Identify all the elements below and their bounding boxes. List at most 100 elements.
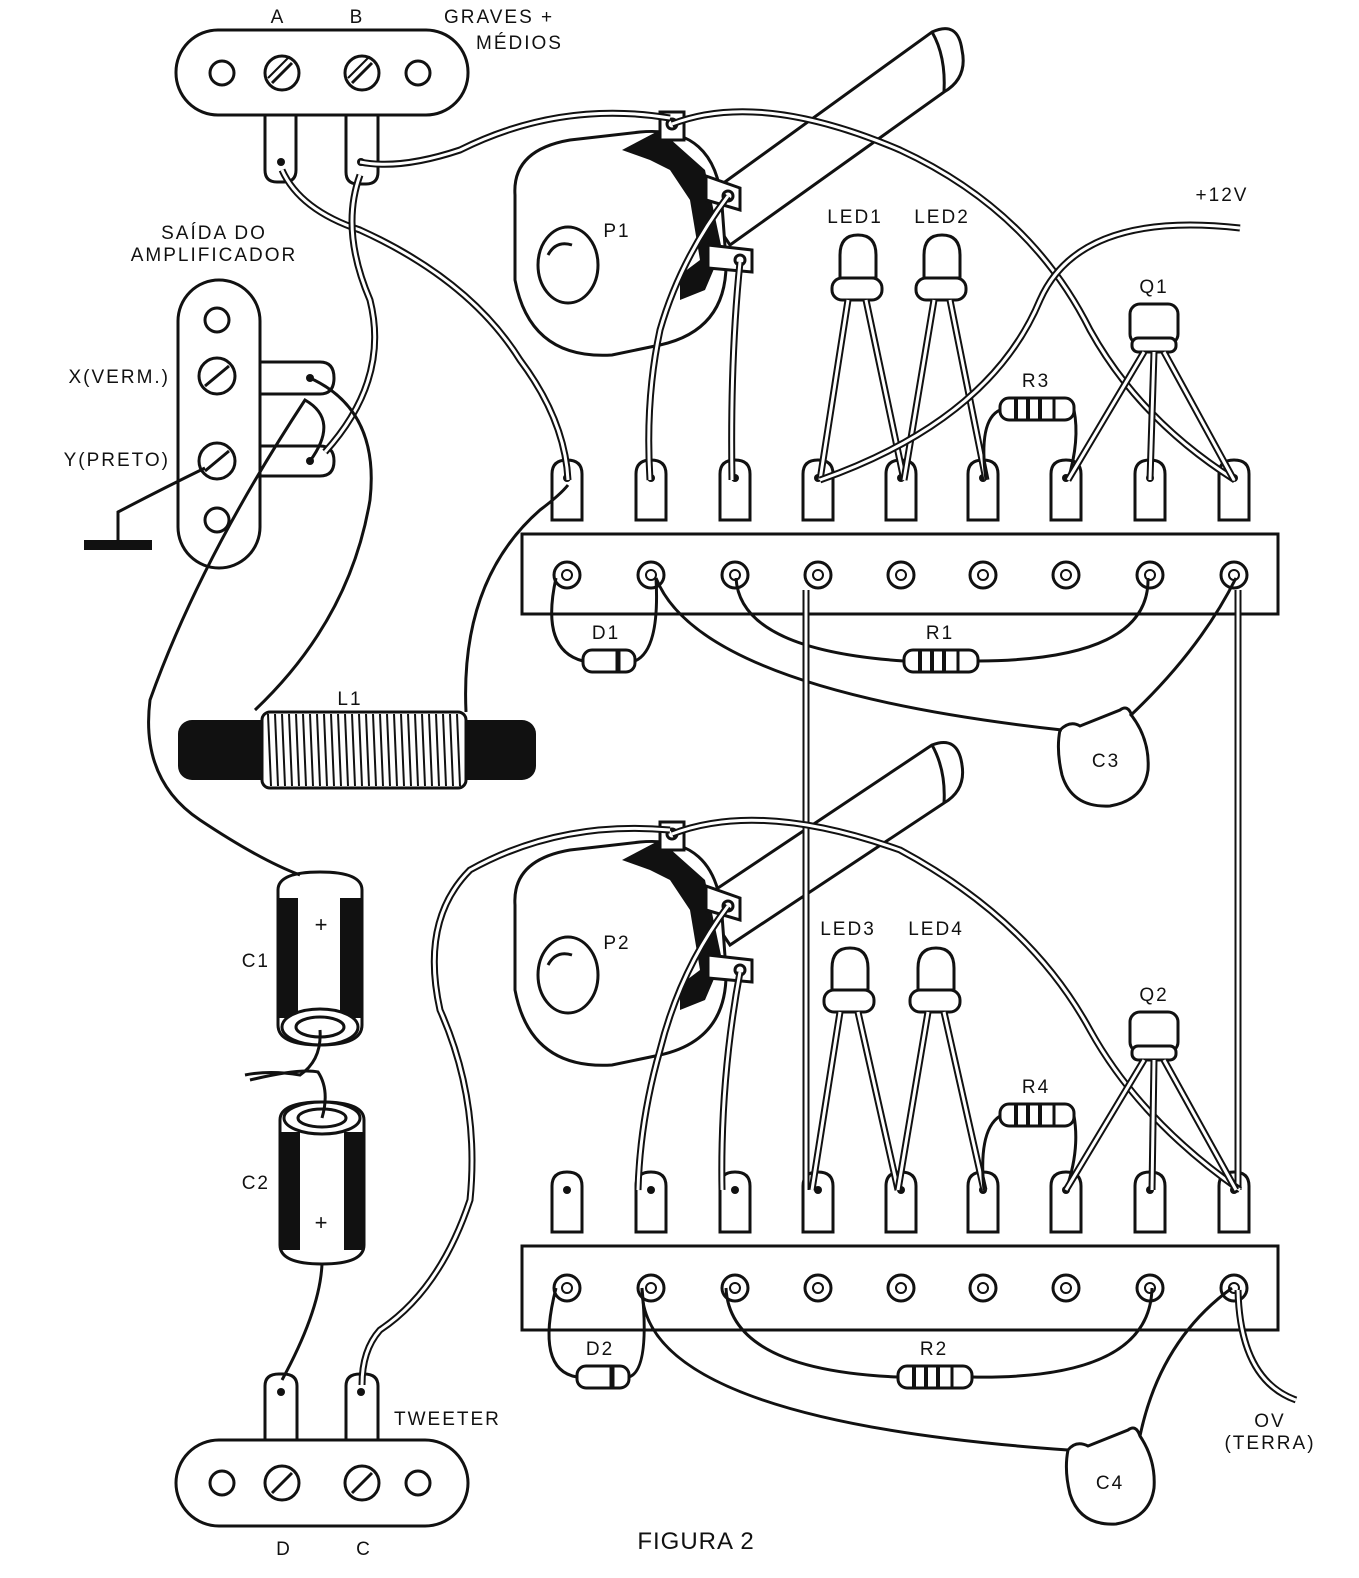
- amplifier-title-line1: SAÍDA DO: [161, 223, 267, 244]
- r1-label: R1: [925, 623, 955, 644]
- upper-strip-lug-4: [801, 458, 835, 522]
- amplifier-title-line2: AMPLIFICADOR: [130, 245, 298, 266]
- q2-label: Q2: [1139, 985, 1169, 1006]
- terminal-d-label: D: [276, 1539, 292, 1560]
- upper-strip-rivet-center-4: [812, 569, 824, 581]
- coil-winding: [323, 713, 328, 787]
- terminal-a-label: A: [270, 7, 286, 28]
- c1-label: C1: [241, 951, 270, 972]
- coil-winding: [309, 713, 314, 787]
- transistor-q1: [1128, 302, 1180, 354]
- r2-label: R2: [919, 1339, 949, 1360]
- tweeter-title: TWEETER: [394, 1409, 501, 1430]
- led4: [908, 946, 962, 1014]
- resistor-r4: [998, 1102, 1076, 1128]
- lower-strip-rivet-center-5: [895, 1282, 907, 1294]
- graves-medios-terminal-block: [174, 28, 470, 186]
- ground-label-line2: (TERRA): [1224, 1433, 1316, 1454]
- upper-strip-rivet-center-9: [1228, 569, 1240, 581]
- coil-winding: [295, 713, 300, 787]
- capacitor-c1: [276, 870, 364, 1047]
- p1-shaft: [697, 27, 965, 248]
- coil-winding: [274, 713, 279, 787]
- coil-winding: [386, 713, 391, 787]
- d2-label: D2: [585, 1339, 615, 1360]
- ground-symbol: [84, 466, 206, 550]
- c2-plus-mark: +: [314, 1210, 330, 1235]
- capacitor-c2: [278, 1100, 366, 1266]
- r3-label: R3: [1021, 371, 1051, 392]
- lower-strip-rivet-center-2: [645, 1282, 657, 1294]
- upper-strip-rivet-center-7: [1060, 569, 1072, 581]
- coil-winding: [407, 713, 412, 787]
- terminal-c-label: C: [356, 1539, 372, 1560]
- coil-winding: [302, 713, 307, 787]
- lower-strip-rivet-center-1: [561, 1282, 573, 1294]
- led2-label: LED2: [914, 207, 970, 228]
- resistor-r3: [998, 396, 1076, 422]
- lower-strip-rivet-center-3: [729, 1282, 741, 1294]
- coil-winding: [442, 713, 447, 787]
- upper-strip-rivet-center-6: [977, 569, 989, 581]
- coil-winding: [351, 713, 356, 787]
- led3-label: LED3: [820, 919, 876, 940]
- c2-label: C2: [241, 1173, 270, 1194]
- graves-medios-title-line1: GRAVES +: [444, 7, 555, 28]
- figure-caption: FIGURA 2: [637, 1528, 755, 1555]
- upper-strip-rivet-center-1: [561, 569, 573, 581]
- coil-winding: [281, 713, 286, 787]
- led3: [822, 946, 876, 1014]
- inductor-l1: [178, 710, 536, 790]
- coil-winding: [316, 713, 321, 787]
- coil-winding: [435, 713, 440, 787]
- upper-strip-rivet-center-8: [1144, 569, 1156, 581]
- tweeter-terminal-block: [174, 1372, 470, 1528]
- lower-strip-lug-1: [550, 1170, 584, 1234]
- coil-winding: [449, 713, 454, 787]
- transistor-q2: [1128, 1010, 1180, 1062]
- p1-label: P1: [603, 221, 631, 242]
- amplifier-y-label: Y(PRETO): [63, 450, 170, 471]
- lower-strip-rivet-center-8: [1144, 1282, 1156, 1294]
- lower-strip-rivet-center-6: [977, 1282, 989, 1294]
- potentiometer-p1: [513, 110, 754, 357]
- capacitor-c3: [1056, 706, 1150, 808]
- coil-winding: [288, 713, 293, 787]
- wiring: [147, 108, 1298, 1452]
- lower-strip-rivet-center-7: [1060, 1282, 1072, 1294]
- lower-strip-lug-hole-1: [563, 1186, 571, 1194]
- supply-12v-label: +12V: [1195, 185, 1249, 206]
- lower-strip-rivet-center-4: [812, 1282, 824, 1294]
- resistor-r2: [896, 1364, 974, 1390]
- amplifier-output-terminal-block: [176, 278, 336, 570]
- p2-label: P2: [603, 933, 631, 954]
- diode-d1: [581, 648, 637, 674]
- q1-label: Q1: [1139, 277, 1169, 298]
- lower-strip-lug-hole-2: [647, 1186, 655, 1194]
- coil-winding: [393, 713, 398, 787]
- coil-winding: [379, 713, 384, 787]
- coil-winding: [330, 713, 335, 787]
- coil-winding: [358, 713, 363, 787]
- lower-strip-lug-hole-3: [731, 1186, 739, 1194]
- upper-strip-rivet-center-5: [895, 569, 907, 581]
- graves-medios-title-line2: MÉDIOS: [476, 33, 563, 54]
- amplifier-x-label: X(VERM.): [68, 367, 170, 388]
- r4-label: R4: [1021, 1077, 1051, 1098]
- coil-winding: [337, 713, 342, 787]
- l1-label: L1: [337, 689, 363, 710]
- coil-winding: [400, 713, 405, 787]
- d1-label: D1: [591, 623, 621, 644]
- lower-strip-lug-hole-4: [814, 1186, 822, 1194]
- ground-label-line1: OV: [1254, 1411, 1286, 1432]
- coil-winding: [414, 713, 419, 787]
- c4-label: C4: [1095, 1473, 1125, 1494]
- capacitor-c4: [1064, 1426, 1156, 1526]
- potentiometer-p2: [513, 820, 754, 1067]
- diode-d2: [575, 1364, 631, 1390]
- coil-winding: [267, 713, 272, 787]
- lower-strip-lug-7: [1049, 1170, 1083, 1234]
- coil-winding: [344, 713, 349, 787]
- coil-winding: [365, 713, 370, 787]
